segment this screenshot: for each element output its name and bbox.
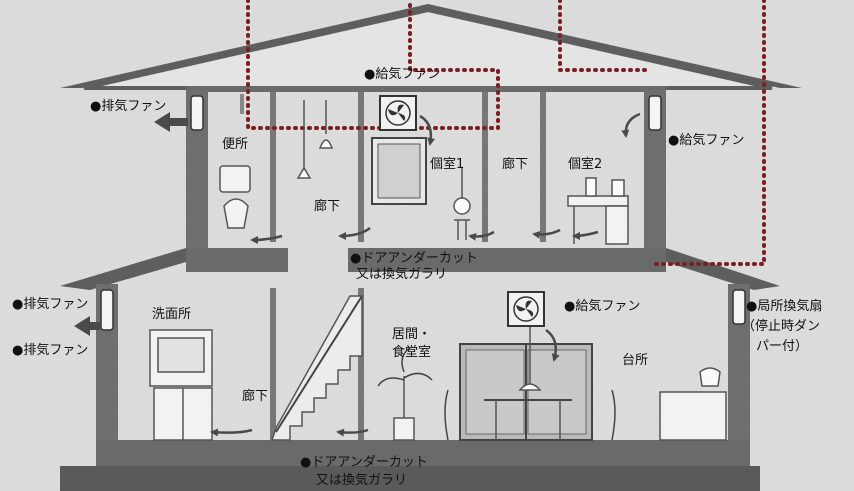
room-label-private-room-2: 個室2 <box>568 156 602 172</box>
room-label-living-2: 食堂室 <box>392 344 431 360</box>
airflow-arrow-icon <box>210 112 641 437</box>
room-label-washroom: 洗面所 <box>152 307 191 322</box>
room-label-corridor-2f-left: 廊下 <box>314 198 340 214</box>
first-floor-furniture <box>149 295 727 441</box>
room-label-toilet: 便所 <box>222 137 248 152</box>
supply-fan-icon <box>507 291 545 327</box>
second-floor-furniture <box>219 100 629 245</box>
room-label-kitchen: 台所 <box>622 353 648 368</box>
door-undercut-label-1f: ●ドアアンダーカット <box>300 455 428 470</box>
room-label-corridor-1f: 廊下 <box>242 388 268 404</box>
supply-fan-label-top: ●給気ファン <box>364 66 440 82</box>
exhaust-fan-label-1f-bottom: ●排気ファン <box>12 342 88 358</box>
door-undercut-label-2f: ●ドアアンダーカット <box>350 251 478 266</box>
local-fan-label-2: （停止時ダン <box>742 318 820 334</box>
local-fan-label-1: ●局所換気扇 <box>746 298 822 314</box>
supply-fan-icon <box>379 95 417 131</box>
first-floor-structure <box>60 284 760 491</box>
local-fan-label-3: パー付） <box>756 339 808 354</box>
first-floor-eaves <box>60 248 780 290</box>
door-undercut-label-1f-sub: 又は換気ガラリ <box>316 472 407 488</box>
exhaust-fan-label-2f: ●排気ファン <box>90 98 166 114</box>
exhaust-fan-label-1f-top: ●排気ファン <box>12 296 88 312</box>
supply-duct <box>246 0 766 266</box>
room-label-private-room-1: 個室1 <box>430 156 464 172</box>
wall-fan-icon <box>100 95 746 331</box>
second-floor-structure <box>186 86 666 272</box>
room-label-living-1: 居間・ <box>392 327 431 342</box>
supply-fan-label-1f: ●給気ファン <box>564 298 640 314</box>
airflow-arrow-icon <box>74 112 188 336</box>
door-undercut-label-2f-sub: 又は換気ガラリ <box>356 266 447 282</box>
supply-fan-label-2f-right: ●給気ファン <box>668 132 744 148</box>
room-label-corridor-2f-mid: 廊下 <box>502 156 528 172</box>
